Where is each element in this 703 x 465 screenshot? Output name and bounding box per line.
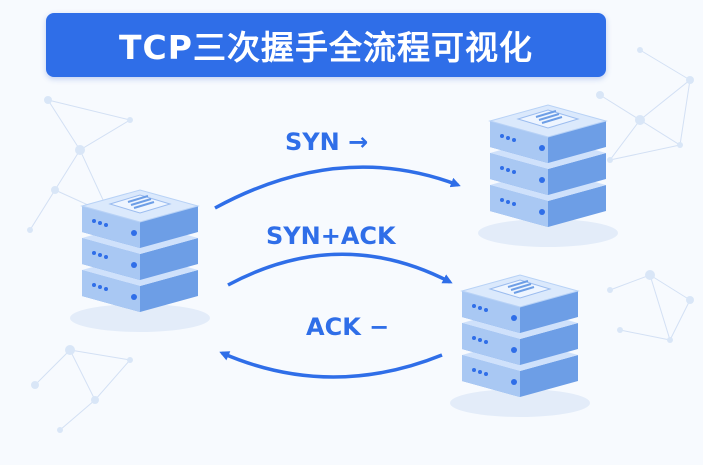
ack-direction-glyph: − [369, 313, 390, 341]
syn-label: SYN → [285, 128, 368, 156]
syn-direction-glyph: → [348, 128, 369, 156]
server-upper [477, 104, 619, 248]
syn-ack-label-text: SYN+ACK [266, 222, 396, 250]
syn-arrow [214, 165, 461, 210]
title-banner: TCP三次握手全流程可视化 [46, 13, 606, 77]
syn-ack-arrow [227, 252, 453, 287]
client-server [69, 189, 211, 333]
ack-label: ACK − [306, 313, 389, 341]
syn-label-text: SYN [285, 128, 340, 156]
ack-arrow [219, 351, 443, 379]
server-lower [449, 274, 591, 418]
syn-ack-label: SYN+ACK [266, 222, 396, 250]
ack-label-text: ACK [306, 313, 361, 341]
page-title: TCP三次握手全流程可视化 [119, 28, 533, 67]
